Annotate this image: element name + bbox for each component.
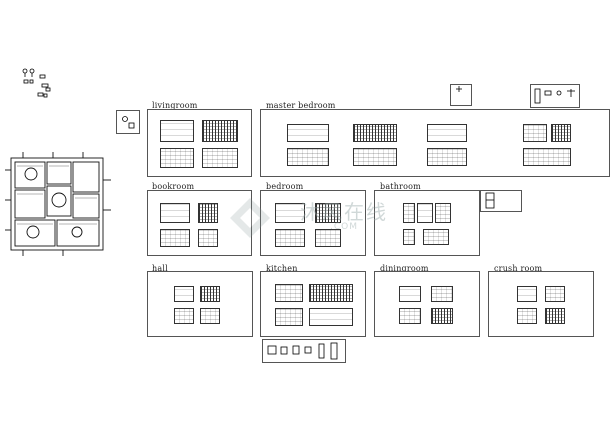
master-bedroom-elevation-5 <box>427 124 467 142</box>
bathroom-elevation-5 <box>423 229 449 245</box>
diningroom-elevation-1 <box>399 286 421 302</box>
kitchen-title: kitchen <box>266 264 298 273</box>
crush-room-title: crush room <box>494 264 543 273</box>
master-bedroom-elevation-1 <box>287 124 329 142</box>
symbol-icon-3 <box>534 88 575 104</box>
symbol-box-1 <box>116 110 140 134</box>
hall-elevation-3 <box>174 308 194 324</box>
livingroom-elevation-4 <box>202 148 238 168</box>
bathroom-elevation-4 <box>403 229 415 245</box>
bookroom-frame <box>147 190 252 256</box>
bedroom-title: bedroom <box>266 182 304 191</box>
kitchen-elevation-1 <box>275 284 303 302</box>
watermark-text: 沐风在线 <box>300 200 388 224</box>
watermark-sub: .COM <box>330 222 358 232</box>
bathroom-title: bathroom <box>380 182 421 191</box>
detail-frame <box>262 339 346 363</box>
bookroom-elevation-3 <box>160 229 190 247</box>
crush-room-frame <box>488 271 594 337</box>
master-bedroom-elevation-3 <box>353 124 397 142</box>
master-bedroom-elevation-4 <box>353 148 397 166</box>
symbol-box-3 <box>530 84 580 108</box>
bedroom-elevation-3 <box>275 229 305 247</box>
bathroom-elevation-3 <box>435 203 451 223</box>
symbol-icon-4 <box>485 192 495 209</box>
legend-symbols <box>22 68 51 98</box>
diningroom-elevation-4 <box>431 308 453 324</box>
bedroom-frame <box>260 190 366 256</box>
detail-symbols <box>267 342 338 360</box>
crush-room-elevation-2 <box>545 286 565 302</box>
livingroom-elevation-2 <box>202 120 238 142</box>
bathroom-elevation-1 <box>403 203 415 223</box>
bathroom-frame <box>374 190 480 256</box>
master-bedroom-elevation-7 <box>523 124 547 142</box>
livingroom-frame <box>147 109 252 177</box>
symbol-icon-2 <box>456 86 462 92</box>
kitchen-elevation-3 <box>275 308 303 326</box>
crush-room-elevation-4 <box>545 308 565 324</box>
hall-frame <box>147 271 253 337</box>
bedroom-elevation-2 <box>315 203 341 223</box>
symbol-box-4 <box>480 190 522 212</box>
kitchen-elevation-4 <box>309 308 353 326</box>
master-bedroom-elevation-6 <box>427 148 467 166</box>
master-bedroom-title: master bedroom <box>266 101 336 110</box>
bookroom-elevation-1 <box>160 203 190 223</box>
diningroom-elevation-3 <box>399 308 421 324</box>
hall-elevation-1 <box>174 286 194 302</box>
bedroom-elevation-4 <box>315 229 341 247</box>
floor-plan <box>5 152 111 256</box>
master-bedroom-elevation-2 <box>287 148 329 166</box>
bedroom-elevation-1 <box>275 203 305 223</box>
crush-room-elevation-3 <box>517 308 537 324</box>
bookroom-elevation-2 <box>198 203 218 223</box>
hall-elevation-2 <box>200 286 220 302</box>
diningroom-elevation-2 <box>431 286 453 302</box>
master-bedroom-elevation-8 <box>551 124 571 142</box>
bookroom-title: bookroom <box>152 182 195 191</box>
bathroom-elevation-2 <box>417 203 433 223</box>
master-bedroom-frame <box>260 109 610 177</box>
master-bedroom-elevation-9 <box>523 148 571 166</box>
livingroom-elevation-3 <box>160 148 194 168</box>
crush-room-elevation-1 <box>517 286 537 302</box>
symbol-icon-1 <box>122 116 135 129</box>
diningroom-frame <box>374 271 480 337</box>
bookroom-elevation-4 <box>198 229 218 247</box>
kitchen-frame <box>260 271 366 337</box>
livingroom-elevation-1 <box>160 120 194 142</box>
symbol-box-2 <box>450 84 472 106</box>
kitchen-elevation-2 <box>309 284 353 302</box>
hall-elevation-4 <box>200 308 220 324</box>
diningroom-title: diningroom <box>380 264 429 273</box>
livingroom-title: livingroom <box>152 101 198 110</box>
hall-title: hall <box>152 264 168 273</box>
